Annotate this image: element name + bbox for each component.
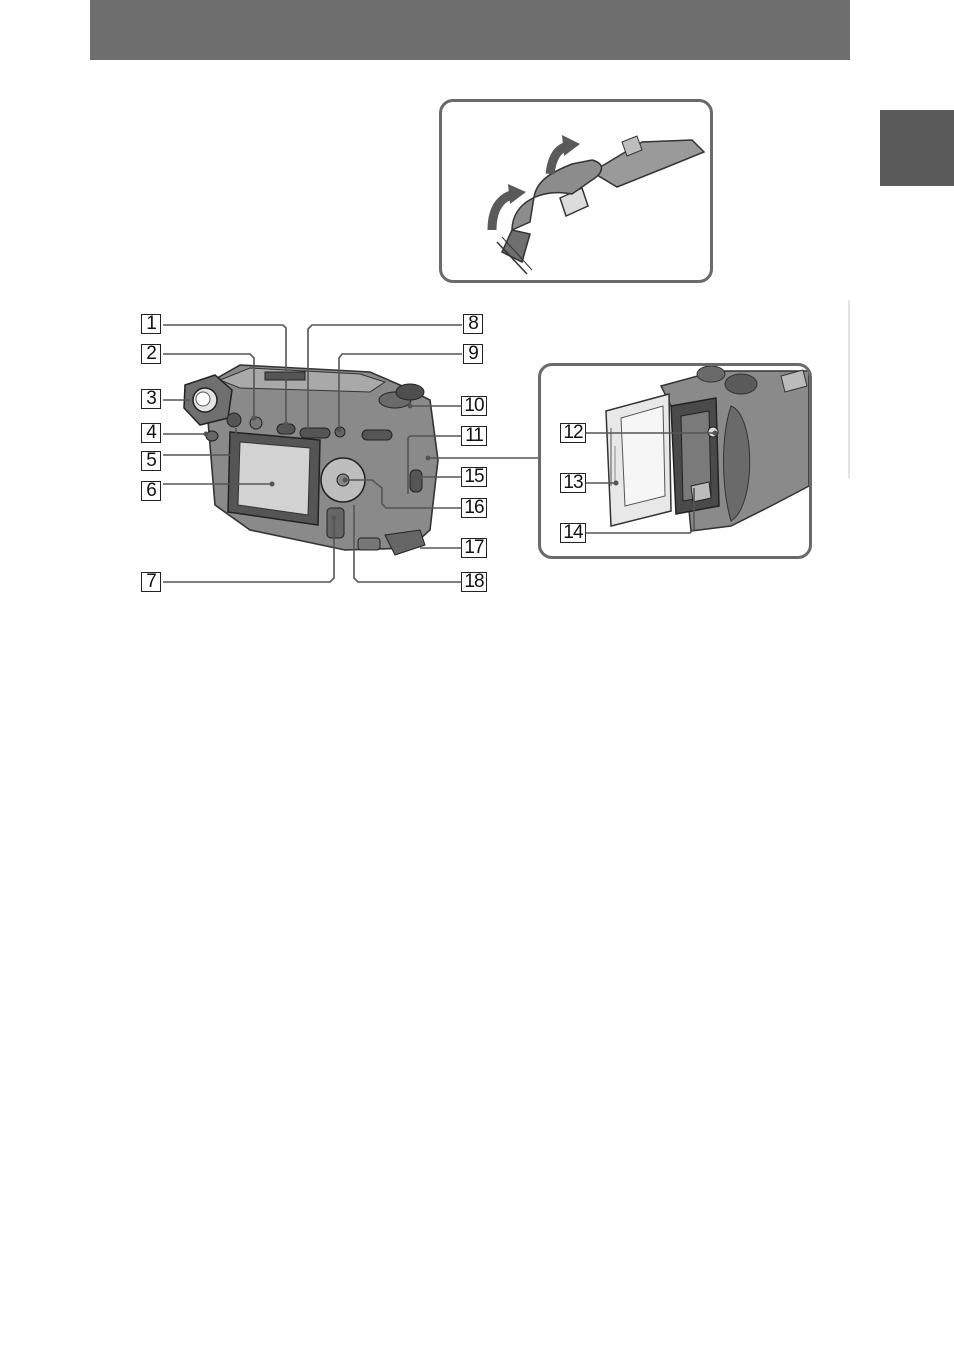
callout-15: 15	[461, 467, 487, 487]
callout-6: 6	[141, 481, 161, 501]
camera-body	[184, 365, 438, 555]
callout-10: 10	[461, 396, 487, 416]
callout-17: 17	[461, 538, 487, 558]
callout-14: 14	[560, 523, 586, 543]
callout-8: 8	[463, 314, 483, 334]
camera-back-diagram	[0, 0, 954, 620]
callout-1: 1	[141, 314, 161, 334]
callout-9: 9	[463, 344, 483, 364]
callout-12: 12	[560, 423, 586, 443]
callout-3: 3	[141, 389, 161, 409]
callout-13: 13	[560, 473, 586, 493]
callout-2: 2	[141, 344, 161, 364]
callout-4: 4	[141, 423, 161, 443]
callout-7: 7	[141, 572, 161, 592]
callout-5: 5	[141, 451, 161, 471]
callout-11: 11	[461, 426, 487, 446]
callout-16: 16	[461, 498, 487, 518]
callout-18: 18	[461, 572, 487, 592]
